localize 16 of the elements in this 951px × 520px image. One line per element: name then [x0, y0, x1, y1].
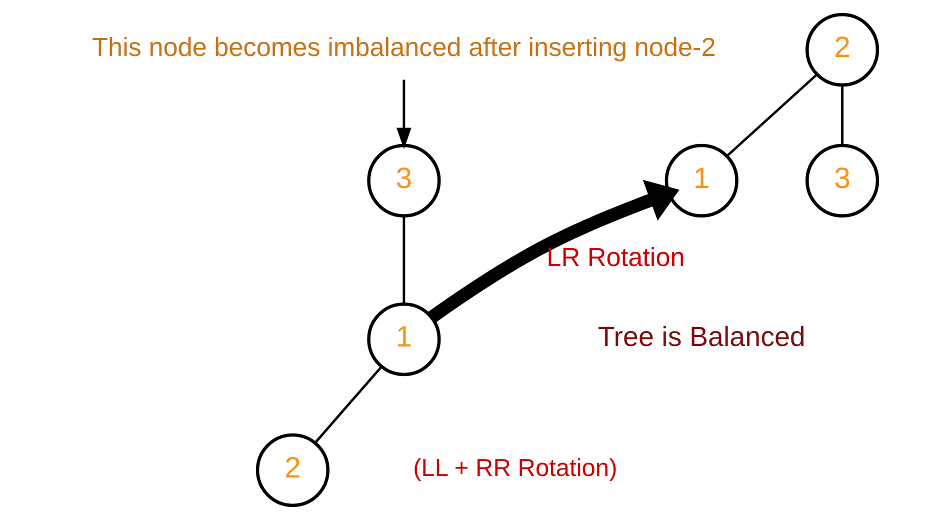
connector [402, 216, 406, 304]
node-circle: 2 [806, 13, 880, 87]
label: Tree is Balanced [598, 321, 806, 352]
node-circle: 3 [806, 144, 880, 218]
node-circle: 3 [367, 144, 441, 218]
node-text: This node becomes imbalanced after inserting node-2 [92, 32, 716, 62]
edge-label: LR Rotation [546, 242, 685, 272]
arrow [428, 180, 680, 323]
connector [841, 86, 844, 146]
arrow [396, 80, 412, 150]
label: (LL + RR Rotation) [413, 454, 618, 482]
connector [314, 366, 382, 444]
connector [726, 74, 818, 157]
node-circle: 1 [367, 302, 441, 376]
node-circle: 2 [256, 433, 330, 507]
node-circle: 1 [664, 144, 738, 218]
